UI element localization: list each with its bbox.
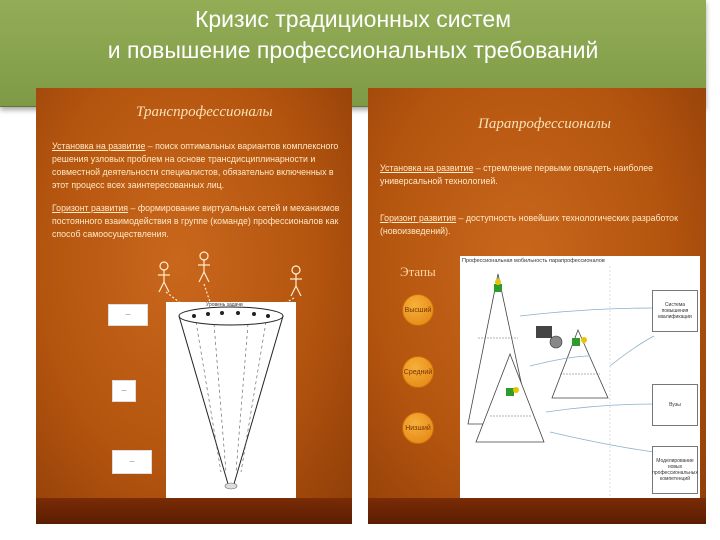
right-slide-heading: Парапрофессионалы bbox=[478, 116, 611, 132]
left-horizon-label: Горизонт развития bbox=[52, 203, 129, 213]
funnel-diagram: Уровень задачи bbox=[166, 302, 296, 498]
mobility-diagram-title: Профессиональная мобильность парапрофесс… bbox=[462, 258, 605, 264]
slide-title: Кризис традиционных систем и повышение п… bbox=[0, 4, 706, 66]
left-setup-label: Установка на развитие bbox=[52, 141, 146, 151]
left-setup-paragraph: Установка на развитие – поиск оптимальны… bbox=[52, 140, 342, 192]
qualification-system-box: Система повышения квалификации bbox=[652, 290, 698, 332]
left-tag-box-2: — bbox=[112, 380, 136, 402]
right-slide-image: Парапрофессионалы Установка на развитие … bbox=[368, 88, 706, 524]
right-setup-text: – стремление первыми овладеть наиболее у… bbox=[380, 163, 653, 186]
mobility-diagram: Профессиональная мобильность парапрофесс… bbox=[460, 256, 700, 504]
funnel-cone-icon bbox=[178, 306, 284, 490]
right-horizon-label: Горизонт развития bbox=[380, 213, 457, 223]
universities-box: Вузы bbox=[652, 384, 698, 426]
level-circle-mid: Средний bbox=[402, 356, 434, 388]
people-figures-icon bbox=[158, 251, 302, 313]
right-setup-label: Установка на развитие bbox=[380, 163, 474, 173]
level-circle-high: Высший bbox=[402, 294, 434, 326]
left-slide-image: Транспрофессионалы Установка на развитие… bbox=[36, 88, 352, 524]
left-setup-text: – поиск оптимальных вариантов комплексно… bbox=[52, 141, 339, 190]
left-slide-bottom-band bbox=[36, 498, 352, 524]
levels-label: Этапы bbox=[400, 264, 436, 279]
funnel-top-label: Уровень задачи bbox=[206, 302, 243, 308]
left-tag-box-3: — bbox=[112, 450, 152, 474]
competence-modeling-box: Моделирование новых профессиональных ком… bbox=[652, 446, 698, 494]
right-horizon-paragraph: Горизонт развития – доступность новейших… bbox=[380, 212, 696, 238]
right-slide-bottom-band bbox=[368, 498, 706, 524]
level-circle-low: Низший bbox=[402, 412, 434, 444]
left-tag-box-1: — bbox=[108, 304, 148, 326]
title-line-1: Кризис традиционных систем bbox=[194, 6, 512, 32]
mobility-diagram-shapes-icon bbox=[467, 266, 655, 496]
left-slide-heading: Транспрофессионалы bbox=[136, 104, 273, 120]
title-line-2: и повышение профессиональных требований bbox=[107, 37, 599, 63]
right-setup-paragraph: Установка на развитие – стремление первы… bbox=[380, 162, 696, 188]
left-horizon-text: – формирование виртуальных сетей и механ… bbox=[52, 203, 340, 239]
right-horizon-text: – доступность новейших технологических р… bbox=[380, 213, 678, 236]
left-horizon-paragraph: Горизонт развития – формирование виртуал… bbox=[52, 202, 342, 241]
